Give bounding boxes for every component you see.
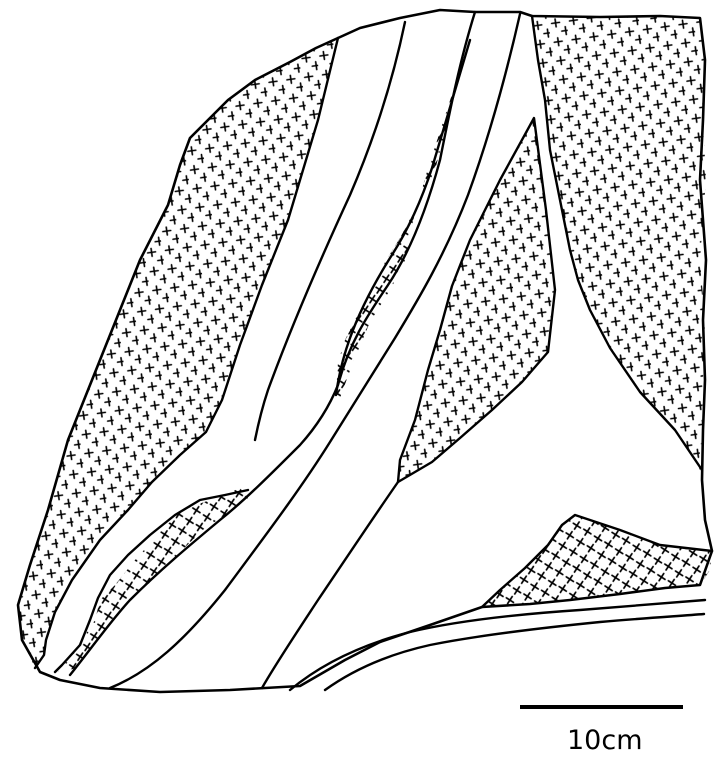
lower-parallel-line-2 [325, 614, 704, 690]
lower-parallel-line-1 [290, 600, 705, 690]
scale-bar-label: 10cm [567, 725, 643, 756]
scale-bar: 10cm [520, 707, 683, 756]
